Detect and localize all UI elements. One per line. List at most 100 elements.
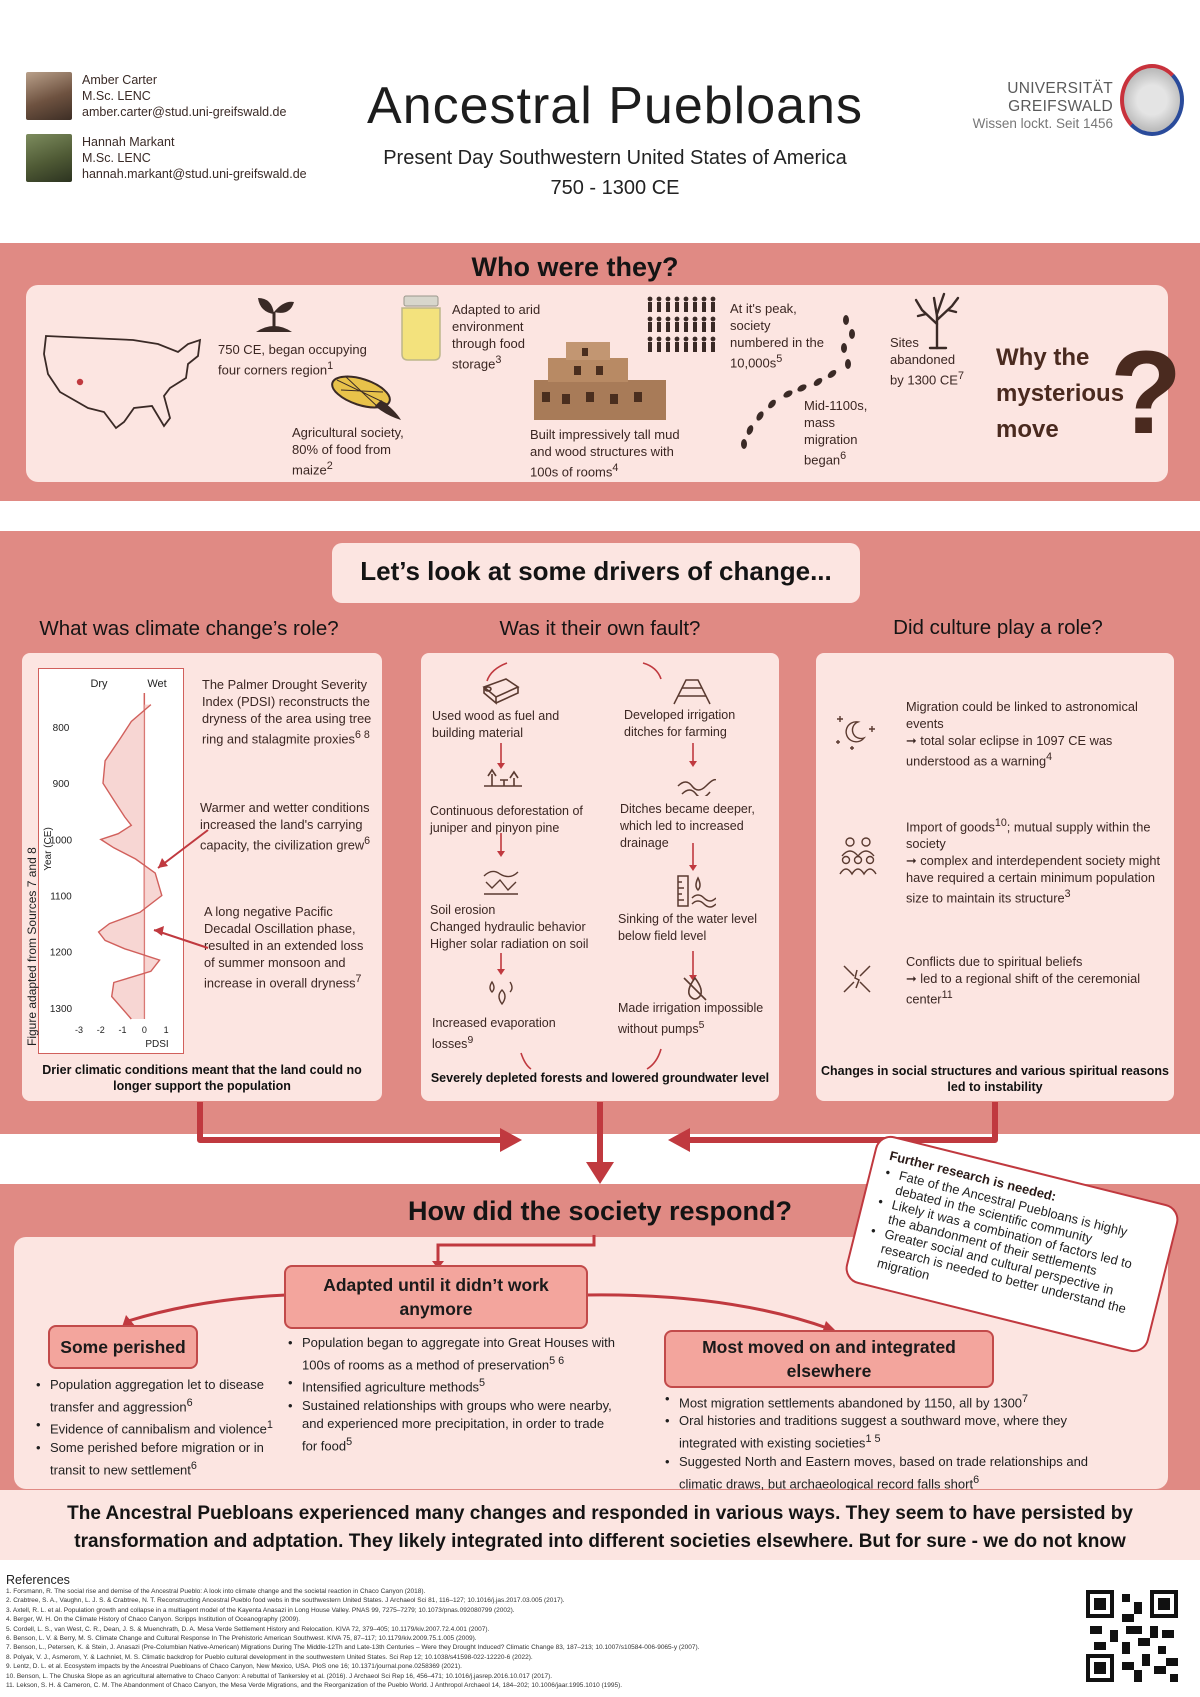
conclusion-band [0, 1490, 1200, 1560]
community-people-icon [839, 837, 877, 876]
why-mysterious-move-text: Why the mysterious move [996, 344, 1125, 443]
pdsi-series-line [97, 704, 163, 1020]
irrigation-icon [673, 679, 711, 705]
evaporation-icon [489, 980, 513, 1006]
culture-p2: Import of goods10; mutual supply within … [906, 817, 1161, 906]
y-axis-label: Year (CE) [43, 827, 54, 871]
x-tick-label: -1 [119, 1025, 127, 1035]
references: References 1. Forsmann, R. The social ri… [6, 1573, 1066, 1690]
reference-item: 11. Lekson, S. H. & Cameron, C. M. The A… [6, 1682, 623, 1690]
moved-list: Most migration settlements abandoned by … [665, 1390, 1105, 1493]
who-item-structures: Built impressively tall mud and wood str… [530, 427, 680, 480]
qr-code-icon[interactable] [1086, 1590, 1178, 1682]
footprints-icon [741, 315, 855, 449]
fault-left-2: Continuous deforestation of juniper and … [430, 804, 583, 835]
reference-item: 2. Crabtree, S. A., Vaughn, L. J. S. & C… [6, 1597, 565, 1605]
fault-left-4: Increased evaporation losses9 [432, 1016, 556, 1052]
author-degree: M.Sc. LENC [82, 151, 151, 165]
university-tagline: Wissen lockt. Seit 1456 [972, 116, 1113, 131]
conflict-icon [843, 965, 871, 993]
who-item-peak: At it's peak, society numbered in the 10… [730, 301, 824, 371]
climate-p1: The Palmer Drought Severity Index (PDSI)… [202, 677, 372, 747]
y-tick-label: 900 [53, 779, 70, 790]
drivers-heading: Let’s look at some drivers of change... [360, 556, 832, 586]
who-item-abandoned: Sites abandoned by 1300 CE7 [890, 335, 964, 388]
culture-box [816, 653, 1174, 1101]
list-item: Intensified agriculture methods5 [288, 1374, 618, 1396]
culture-heading: Did culture play a role? [893, 616, 1103, 639]
x-axis-label: PDSI [145, 1039, 168, 1050]
reference-item: 4. Berger, W. H. On the Climate History … [6, 1616, 301, 1624]
no-water-icon [683, 976, 707, 1001]
subtitle-region: Present Day Southwestern United States o… [383, 147, 847, 169]
moon-stars-icon [836, 716, 875, 750]
legend-dry: Dry [90, 678, 108, 690]
climate-pointer-arrows [153, 829, 209, 949]
response-heading: How did the society respond? [407, 1196, 793, 1226]
list-item: Suggested North and Eastern moves, based… [665, 1453, 1105, 1493]
y-tick-label: 1000 [50, 835, 73, 846]
reference-item: 6. Benson, L. V. & Berry, M. S. Climate … [6, 1635, 477, 1643]
soil-erosion-icon [483, 870, 519, 895]
ditch-water-icon [677, 778, 716, 796]
corn-icon [331, 375, 401, 420]
pdsi-area [98, 704, 162, 1019]
author-email[interactable]: hannah.markant@stud.uni-greifswald.de [82, 167, 307, 181]
reference-item: 5. Cordell, L. S., van West, C. R., Dean… [6, 1625, 490, 1633]
reference-item: 7. Benson, L., Petersen, K. & Stein, J. … [6, 1644, 700, 1652]
fault-right-3: Sinking of the water level below field l… [618, 912, 757, 943]
who-item-migration: Mid-1100s, mass migration began6 [804, 398, 868, 468]
author-email[interactable]: amber.carter@stud.uni-greifswald.de [82, 105, 287, 119]
climate-heading: What was climate change’s role? [39, 617, 339, 640]
x-tick-label: -2 [97, 1025, 105, 1035]
fault-right-1: Developed irrigation ditches for farming [624, 708, 736, 739]
who-item-storage: Adapted to arid environment through food… [452, 302, 541, 372]
who-item-agriculture: Agricultural society, 80% of food from m… [292, 425, 404, 478]
author-name: Amber Carter [82, 73, 158, 87]
fault-heading: Was it their own fault? [499, 617, 701, 640]
list-item: Sustained relationships with groups who … [288, 1397, 618, 1455]
subtitle-dates: 750 - 1300 CE [550, 177, 680, 199]
climate-summary: Drier climatic conditions meant that the… [42, 1063, 362, 1093]
culture-p1: Migration could be linked to astronomica… [906, 699, 1138, 769]
list-item: Population aggregation let to disease tr… [36, 1376, 276, 1416]
reference-item: 10. Benson, L. The Chuska Slope as an ag… [6, 1672, 553, 1680]
culture-summary: Changes in social structures and various… [820, 1064, 1170, 1094]
fault-right-2: Ditches became deeper, which led to incr… [620, 802, 755, 850]
author-photo [26, 72, 72, 120]
fault-left-1: Used wood as fuel and building material [432, 709, 560, 740]
perished-list: Population aggregation let to disease tr… [36, 1376, 276, 1479]
conclusion-text: The Ancestral Puebloans experienced many… [67, 1503, 1133, 1552]
x-tick-label: 1 [164, 1025, 169, 1035]
fault-box [421, 653, 779, 1101]
fault-flow-arrows [486, 662, 697, 1070]
fault-summary: Severely depleted forests and lowered gr… [430, 1071, 770, 1085]
population-people-icon [647, 296, 716, 352]
author-degree: M.Sc. LENC [82, 89, 151, 103]
deforestation-icon [484, 768, 522, 787]
author-card: Hannah Markant M.Sc. LENC hannah.markant… [26, 134, 307, 182]
question-mark-icon: ? [1110, 327, 1183, 459]
university-name: UNIVERSITÄT GREIFSWALD [1007, 80, 1113, 115]
climate-p2: Warmer and wetter conditions increased t… [200, 800, 370, 853]
y-tick-label: 1100 [50, 891, 72, 902]
climate-p3: A long negative Pacific Decadal Oscillat… [204, 904, 364, 991]
list-item: Some perished before migration or in tra… [36, 1439, 276, 1479]
x-tick-label: 0 [142, 1025, 147, 1035]
author-card: Amber Carter M.Sc. LENC amber.carter@stu… [26, 72, 286, 120]
list-item: Population began to aggregate into Great… [288, 1334, 618, 1374]
reference-item: 9. Lentz, D. L. et al. Ecosystem impacts… [6, 1663, 462, 1671]
pueblo-building-icon [534, 342, 666, 420]
sprout-icon [256, 298, 294, 332]
author-photo [26, 134, 72, 182]
poster-title: Ancestral Puebloans [367, 77, 863, 135]
convergence-arrows [197, 1102, 998, 1184]
perished-tag: Some perished [48, 1325, 198, 1369]
list-item: Oral histories and traditions suggest a … [665, 1412, 1105, 1452]
chart-caption-anchor: Figure adapted from Sources 7 and 8 [25, 847, 39, 1047]
drivers-heading-box [332, 543, 860, 603]
x-tick-label: -3 [75, 1025, 83, 1035]
reference-item: 3. Axtell, R. L. et al. Population growt… [6, 1606, 515, 1614]
adapted-tag: Adapted until it didn’t work anymore [284, 1265, 588, 1329]
